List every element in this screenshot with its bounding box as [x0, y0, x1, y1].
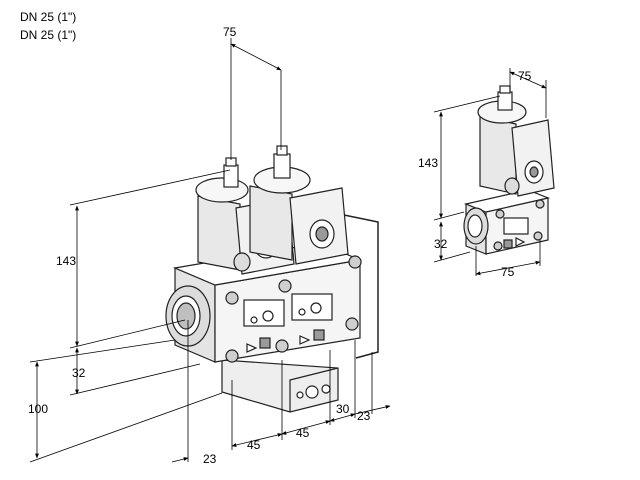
small-view-dimensions: 75 143 32 75: [418, 68, 547, 279]
base-port-icon: [305, 385, 319, 399]
dim-total-100: 100: [28, 402, 48, 416]
dim-extension-line: [433, 211, 465, 221]
dim-extension-line: [69, 319, 186, 349]
front-panel-details: [225, 255, 362, 363]
header: DN 25 (1") DN 25 (1"): [20, 8, 76, 44]
small-module-plate: [503, 217, 529, 235]
dim-line-bottom-23: [171, 457, 189, 463]
port-icon: [298, 308, 306, 316]
screw-icon: [345, 317, 359, 331]
solenoid-right: [249, 145, 349, 265]
dim-extension-line: [433, 95, 501, 113]
dim-small-top-75: 75: [518, 69, 532, 83]
small-inlet-opening: [467, 214, 483, 238]
solenoid-right-plug-center: [315, 226, 329, 242]
dim-line-23-right: [354, 405, 391, 415]
solenoid-left-top: [195, 177, 249, 203]
dim-line-small-bottom-75: [475, 260, 541, 276]
solenoid-left-side: [197, 195, 241, 271]
small-solenoid-cap: [499, 85, 511, 94]
flow-arrow-icon: [246, 343, 258, 353]
solenoid-right-stem: [273, 153, 291, 179]
header-line-2: DN 25 (1"): [20, 28, 77, 42]
main-view-dimensions: 75 143 32 100 23 45 45 30 23: [28, 25, 391, 466]
module-plate: [243, 299, 285, 327]
indicator-icon: [259, 337, 271, 349]
small-solenoid-stem: [497, 91, 513, 111]
screw-icon: [225, 349, 239, 363]
screw-icon: [278, 279, 292, 293]
solenoid-left-stem: [223, 164, 239, 188]
small-solenoid-front: [511, 119, 555, 197]
screw-icon: [275, 339, 289, 353]
screw-icon: [493, 241, 503, 251]
dim-line-45-a: [231, 433, 283, 447]
flow-arrow-icon: [515, 237, 526, 247]
dim-extension-line: [433, 251, 471, 263]
dim-extension-line: [69, 169, 231, 206]
dim-bottom-30: 30: [336, 402, 350, 416]
screw-icon: [535, 199, 545, 209]
header-line-1: DN 25 (1"): [20, 10, 77, 24]
port-icon: [310, 302, 322, 314]
flow-arrow-icon: [299, 335, 311, 345]
port-icon: [250, 316, 258, 324]
inlet-thread: [176, 302, 196, 330]
small-valve-illustration: [463, 85, 555, 255]
main-valve-illustration: [165, 145, 379, 413]
dim-extension-line: [29, 392, 223, 463]
main-valve-base: [221, 359, 339, 413]
dim-bottom-45-b: 45: [296, 426, 310, 440]
screw-icon: [495, 209, 505, 219]
dim-line-top-75: [230, 43, 282, 71]
dim-top-75: 75: [223, 25, 237, 39]
dim-extension-line: [69, 363, 201, 396]
wire-bracket: [343, 214, 379, 359]
dim-height-143: 143: [56, 254, 76, 268]
main-valve-base-edge: [289, 367, 339, 412]
screw-icon: [225, 291, 239, 305]
solenoid-right-side: [249, 185, 293, 261]
solenoid-left-nut: [233, 252, 251, 272]
dim-small-height-32: 32: [434, 237, 448, 251]
dim-extension-line: [29, 339, 176, 363]
dim-small-height-143: 143: [418, 156, 438, 170]
dim-bottom-45-a: 45: [247, 438, 261, 452]
port-icon: [262, 310, 274, 322]
small-solenoid-plug-center: [529, 166, 539, 178]
screw-icon: [348, 255, 362, 269]
base-port-icon: [296, 391, 304, 399]
screw-icon: [533, 231, 543, 241]
indicator-icon: [503, 239, 513, 249]
indicator-icon: [313, 329, 325, 341]
dim-bottom-23: 23: [203, 452, 217, 466]
dim-bottom-23-right: 23: [357, 409, 371, 423]
base-port-icon: [321, 384, 331, 394]
dim-line-45-b: [281, 420, 331, 435]
solenoid-right-cap: [276, 145, 288, 156]
dim-small-bottom-75: 75: [501, 265, 515, 279]
small-solenoid-nut: [504, 177, 520, 195]
dim-line-30: [329, 413, 356, 422]
dim-height-32: 32: [72, 366, 86, 380]
dim-line-small-top-75: [509, 71, 547, 89]
